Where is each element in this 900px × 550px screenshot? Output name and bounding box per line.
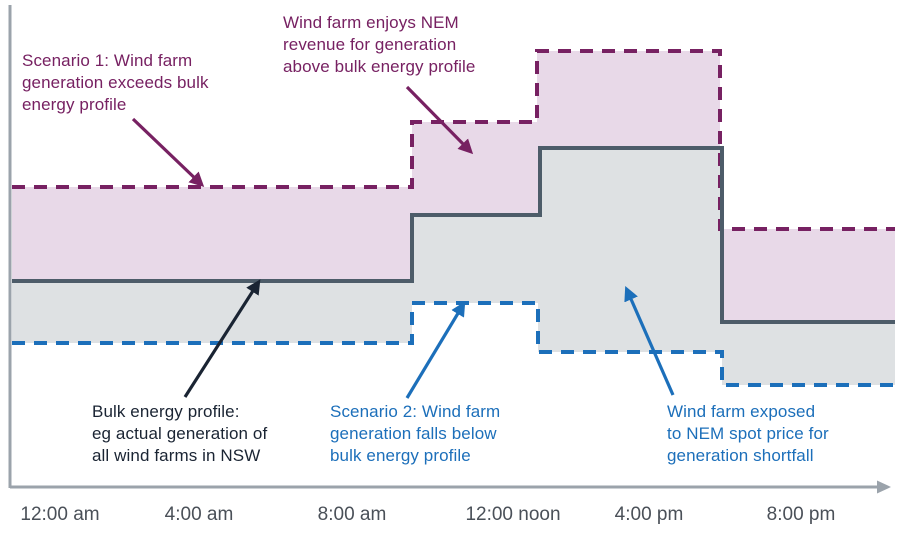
scenario2-line <box>12 301 895 387</box>
shortfall-band <box>12 148 895 385</box>
scenario2-arrow-icon <box>405 301 466 399</box>
scenario1-arrow-icon <box>131 117 205 188</box>
above-profile-band <box>12 51 895 322</box>
annotation-line: Scenario 1: Wind farm <box>22 51 193 70</box>
annotation-line: energy profile <box>22 95 127 114</box>
annotation-spot-price: Wind farm exposed to NEM spot price for … <box>667 401 829 467</box>
bulk-line <box>12 146 895 324</box>
annotation-line: generation shortfall <box>667 446 814 465</box>
annotation-line: above bulk energy profile <box>283 57 476 76</box>
annotation-line: all wind farms in NSW <box>92 446 261 465</box>
annotation-line: eg actual generation of <box>92 424 268 443</box>
annotation-bulk-profile: Bulk energy profile: eg actual generatio… <box>92 401 267 467</box>
x-axis-arrow-icon <box>877 480 891 494</box>
x-tick-noon: 12:00 noon <box>465 504 561 525</box>
x-tick-4pm: 4:00 pm <box>614 504 684 525</box>
annotation-line: generation falls below <box>330 424 497 443</box>
annotation-nem-revenue: Wind farm enjoys NEM revenue for generat… <box>283 12 475 78</box>
annotation-line: to NEM spot price for <box>667 424 829 443</box>
annotation-scenario1: Scenario 1: Wind farm generation exceeds… <box>22 50 209 116</box>
spot_price-arrow-icon <box>624 285 675 396</box>
annotation-line: bulk energy profile <box>330 446 471 465</box>
bulk_profile-arrow-icon <box>183 279 261 398</box>
x-tick-4am: 4:00 am <box>164 504 234 525</box>
annotation-line: Wind farm enjoys NEM <box>283 13 459 32</box>
annotation-line: generation exceeds bulk <box>22 73 209 92</box>
x-tick-8am: 8:00 am <box>317 504 387 525</box>
nem_revenue-arrow-icon <box>405 85 474 155</box>
annotation-scenario2: Scenario 2: Wind farm generation falls b… <box>330 401 500 467</box>
annotation-line: Wind farm exposed <box>667 402 816 421</box>
x-tick-12am: 12:00 am <box>20 504 100 525</box>
annotation-line: Bulk energy profile: <box>92 402 240 421</box>
x-tick-8pm: 8:00 pm <box>766 504 836 525</box>
annotation-line: Scenario 2: Wind farm <box>330 402 501 421</box>
annotation-line: revenue for generation <box>283 35 457 54</box>
